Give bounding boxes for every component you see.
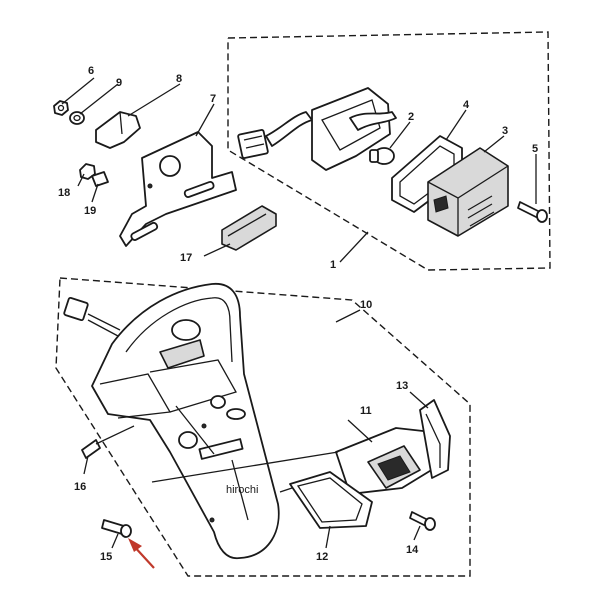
part-label-13: 13 <box>396 380 408 392</box>
bulb-socket-harness <box>237 87 397 171</box>
rear-fender <box>91 283 280 560</box>
bulb <box>369 147 395 165</box>
license-bracket <box>119 131 237 247</box>
rear-reflector-lens-11 <box>335 427 439 495</box>
part-label-5: 5 <box>532 143 538 155</box>
part-label-1: 1 <box>330 259 336 271</box>
part-label-18: 18 <box>58 187 70 199</box>
washer-9 <box>69 111 85 125</box>
bolt-15 <box>101 519 132 538</box>
screw-5 <box>517 201 548 223</box>
part-label-9: 9 <box>116 77 122 89</box>
side-reflector-12 <box>289 471 373 529</box>
rear-reflector <box>221 205 277 251</box>
part-label-19: 19 <box>84 205 96 217</box>
side-reflector-13 <box>419 399 451 479</box>
part-label-15: 15 <box>100 551 112 563</box>
screw-14 <box>409 511 436 531</box>
tail-lens <box>427 147 509 237</box>
part-label-14: 14 <box>406 544 419 556</box>
part-label-10: 10 <box>360 299 372 311</box>
part-label-11: 11 <box>360 405 372 417</box>
part-label-3: 3 <box>502 125 508 137</box>
nut-6 <box>53 100 69 116</box>
indicator-arrow <box>128 538 155 569</box>
bolt-16 <box>81 425 135 459</box>
watermark-text: hirochi <box>226 484 258 496</box>
fender-connector <box>63 296 121 337</box>
part-label-4: 4 <box>463 99 470 111</box>
part-label-12: 12 <box>316 551 328 563</box>
mounting-bracket <box>95 111 141 149</box>
group-1-dashed-outline <box>227 31 551 271</box>
group-10-dashed-outline <box>55 277 471 577</box>
part-label-8: 8 <box>176 73 182 85</box>
part-label-16: 16 <box>74 481 86 493</box>
part-label-17: 17 <box>180 252 192 264</box>
fastener-19 <box>91 171 109 187</box>
part-label-6: 6 <box>88 65 94 77</box>
part-label-2: 2 <box>408 111 414 123</box>
part-label-7: 7 <box>210 93 216 105</box>
